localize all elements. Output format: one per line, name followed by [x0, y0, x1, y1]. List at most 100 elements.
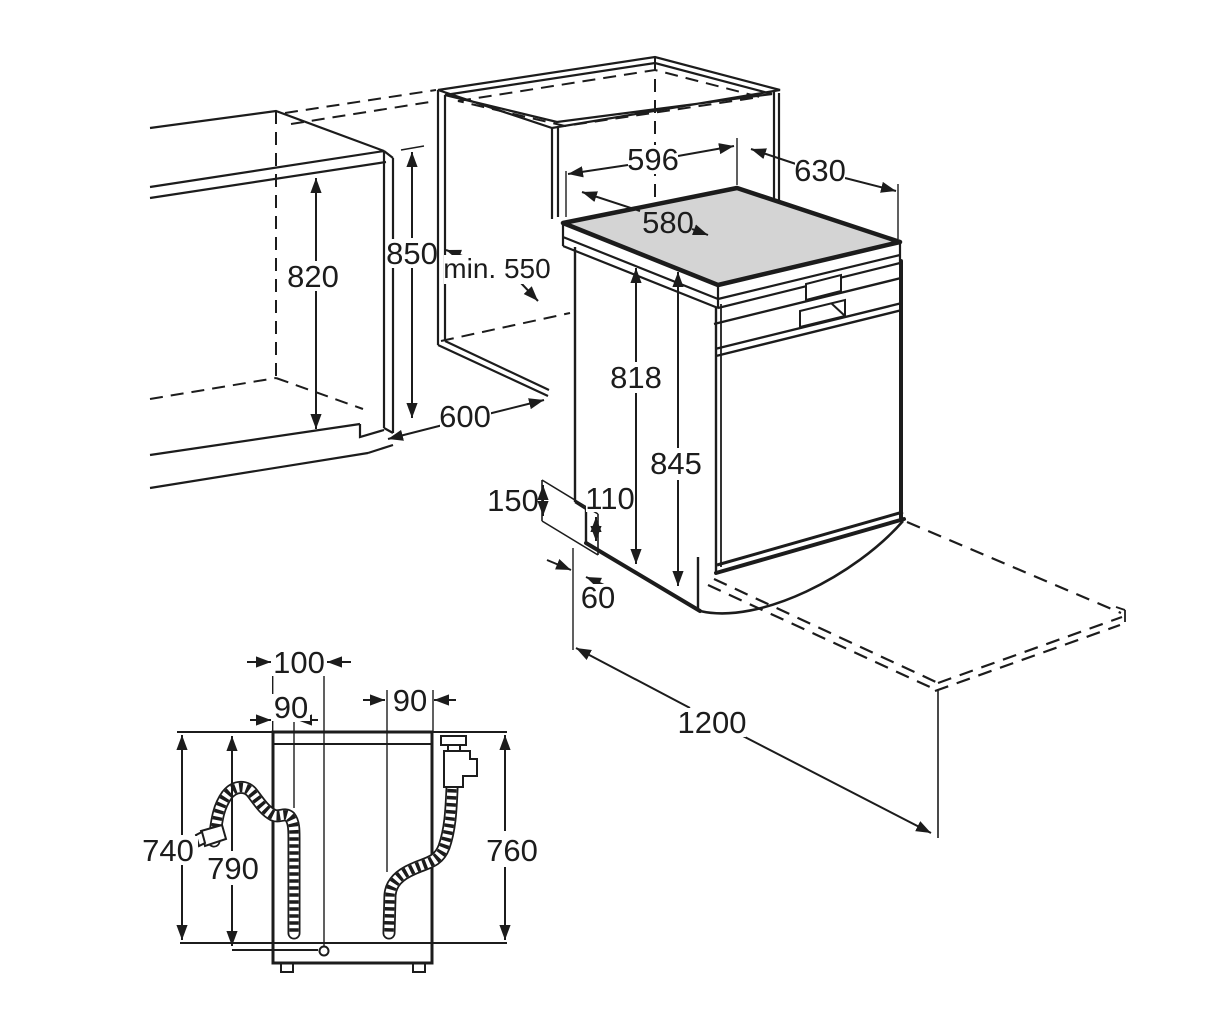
- dim-label-100-group: 100: [272, 645, 326, 680]
- label-bg: [289, 262, 337, 291]
- door-handle-recess: [799, 298, 846, 329]
- inlet-hose-corrugation: [384, 788, 457, 934]
- rear-body-outline: [271, 730, 434, 965]
- dim-label-1200: 1200: [678, 705, 747, 740]
- labels: 820 850 min. 550 600 596 630 580 818: [139, 142, 846, 886]
- feet: [280, 962, 426, 973]
- dim-label-760-group: 760: [481, 833, 543, 868]
- body-thick-edges: [584, 259, 906, 613]
- inlet-valve-neck: [447, 744, 461, 752]
- dim-600-left: [387, 424, 444, 441]
- dim-label-596-group: 596: [627, 142, 679, 177]
- dim-580-left: [581, 191, 641, 212]
- dim-label-min550-group: min. 550: [443, 253, 551, 284]
- dim-label-90-inlet: 90: [393, 683, 427, 718]
- base-counter: [149, 89, 437, 490]
- dim-label-min550: min. 550: [443, 253, 550, 284]
- inlet-valve-body: [443, 750, 478, 788]
- floor-clearance: [707, 520, 1126, 838]
- dim-label-596: 596: [627, 142, 679, 177]
- door-bottom-line: [716, 510, 904, 567]
- label-bg: [392, 686, 429, 714]
- dim-580-right: [691, 224, 709, 236]
- cabinet-hidden-lines: [440, 58, 761, 342]
- counter-hidden-lines: [149, 89, 437, 410]
- dim-min550-leader-down: [519, 281, 539, 302]
- dim-label-60: 60: [581, 580, 615, 615]
- floor-dashed-outline: [707, 520, 1123, 693]
- label-bg: [440, 402, 491, 431]
- label-bg: [272, 648, 326, 676]
- dim-630-left: [750, 148, 797, 165]
- dim-label-60-group: 60: [577, 580, 621, 615]
- cabinet-outline: [436, 55, 781, 397]
- dim-label-580-group: 580: [642, 205, 694, 240]
- dimensions-main: [310, 138, 932, 834]
- dim-60-left: [546, 559, 572, 571]
- dim-label-110-group: 110: [585, 481, 634, 516]
- extension-lines: [400, 138, 899, 650]
- dim-label-90-inlet-group: 90: [392, 683, 429, 718]
- label-bg: [444, 255, 550, 284]
- dim-label-600: 600: [439, 399, 491, 434]
- power-cord-point: [318, 945, 330, 957]
- inlet-tap-connector: [440, 735, 467, 746]
- dim-label-845-group: 845: [650, 446, 702, 481]
- dim-label-790-group: 790: [206, 851, 261, 886]
- dim-600-right: [487, 398, 545, 415]
- dim-label-740-group: 740: [139, 833, 198, 868]
- label-bg: [795, 156, 845, 185]
- dim-596-left: [567, 164, 629, 178]
- dim-label-818-group: 818: [610, 360, 662, 395]
- dim-label-850-group: 850: [386, 236, 438, 271]
- label-bg: [611, 363, 661, 392]
- dim-label-90-drain: 90: [274, 690, 308, 725]
- dim-596-right: [677, 143, 735, 157]
- dim-label-110: 110: [585, 481, 634, 516]
- label-bg: [586, 484, 634, 512]
- niche-cabinet: [436, 55, 781, 397]
- dim-label-820: 820: [287, 259, 339, 294]
- counter-outline: [149, 109, 395, 490]
- inlet-hose: [382, 735, 478, 940]
- drain-hose: [194, 780, 301, 940]
- label-bg: [679, 708, 746, 737]
- floor-corner-tick: [1115, 606, 1126, 622]
- rear-view: [177, 656, 507, 973]
- drain-hose-body: [209, 782, 299, 938]
- label-bg: [628, 145, 678, 174]
- dim-label-150: 150: [487, 483, 539, 518]
- dim-label-150-group: 150: [487, 483, 539, 518]
- dim-label-90-drain-group: 90: [272, 690, 310, 725]
- dim-label-760: 760: [486, 833, 538, 868]
- plinth-curve: [699, 520, 904, 615]
- reference-lines: [272, 656, 434, 946]
- dim-630-right: [844, 177, 897, 193]
- dim-label-740: 740: [142, 833, 194, 868]
- label-bg: [388, 239, 436, 268]
- dim-label-600-group: 600: [439, 399, 491, 434]
- dim-label-630: 630: [794, 153, 846, 188]
- dim-label-820-group: 820: [287, 259, 339, 294]
- dim-1200-right: [738, 733, 932, 834]
- label-bg: [139, 836, 198, 865]
- label-bg: [651, 449, 701, 478]
- dim-label-790: 790: [207, 851, 259, 886]
- dim-1200-left: [575, 647, 691, 709]
- label-bg: [272, 694, 310, 721]
- label-bg: [206, 853, 261, 883]
- dishwasher: [541, 185, 906, 615]
- dim-label-580: 580: [642, 205, 694, 240]
- dim-label-845: 845: [650, 446, 702, 481]
- dim-label-100: 100: [273, 645, 325, 680]
- dim-label-850: 850: [386, 236, 438, 271]
- label-bg: [481, 835, 543, 865]
- control-display-window: [805, 273, 842, 302]
- dim-label-818: 818: [610, 360, 662, 395]
- dim-label-630-group: 630: [794, 153, 846, 188]
- label-bg: [489, 486, 537, 514]
- label-bg: [577, 584, 621, 611]
- dim-label-1200-group: 1200: [678, 705, 747, 740]
